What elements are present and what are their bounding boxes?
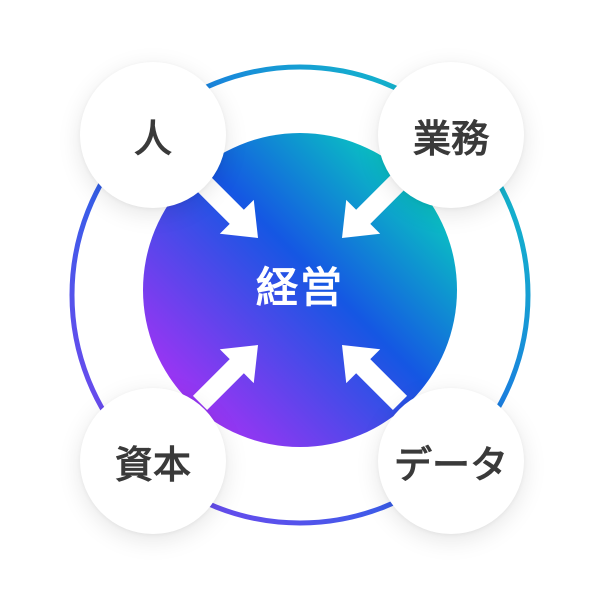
node-hito: 人 [80,62,226,208]
node-label-hito: 人 [133,116,172,161]
arrow-bottom-right-icon [342,345,408,411]
node-label-gyomu: 業務 [412,116,489,161]
arrow-bottom-left-icon [192,345,258,411]
node-label-shihon: 資本 [114,442,191,487]
node-gyomu: 業務 [378,62,524,208]
node-shihon: 資本 [80,388,226,534]
node-label-data: データ [393,442,508,487]
center-label: 経営 [255,263,344,312]
arrow-top-left-icon [192,172,258,238]
arrow-top-right-icon [342,172,408,238]
outer-ring [69,64,531,526]
arrows [192,172,408,411]
node-data: データ [378,388,524,534]
